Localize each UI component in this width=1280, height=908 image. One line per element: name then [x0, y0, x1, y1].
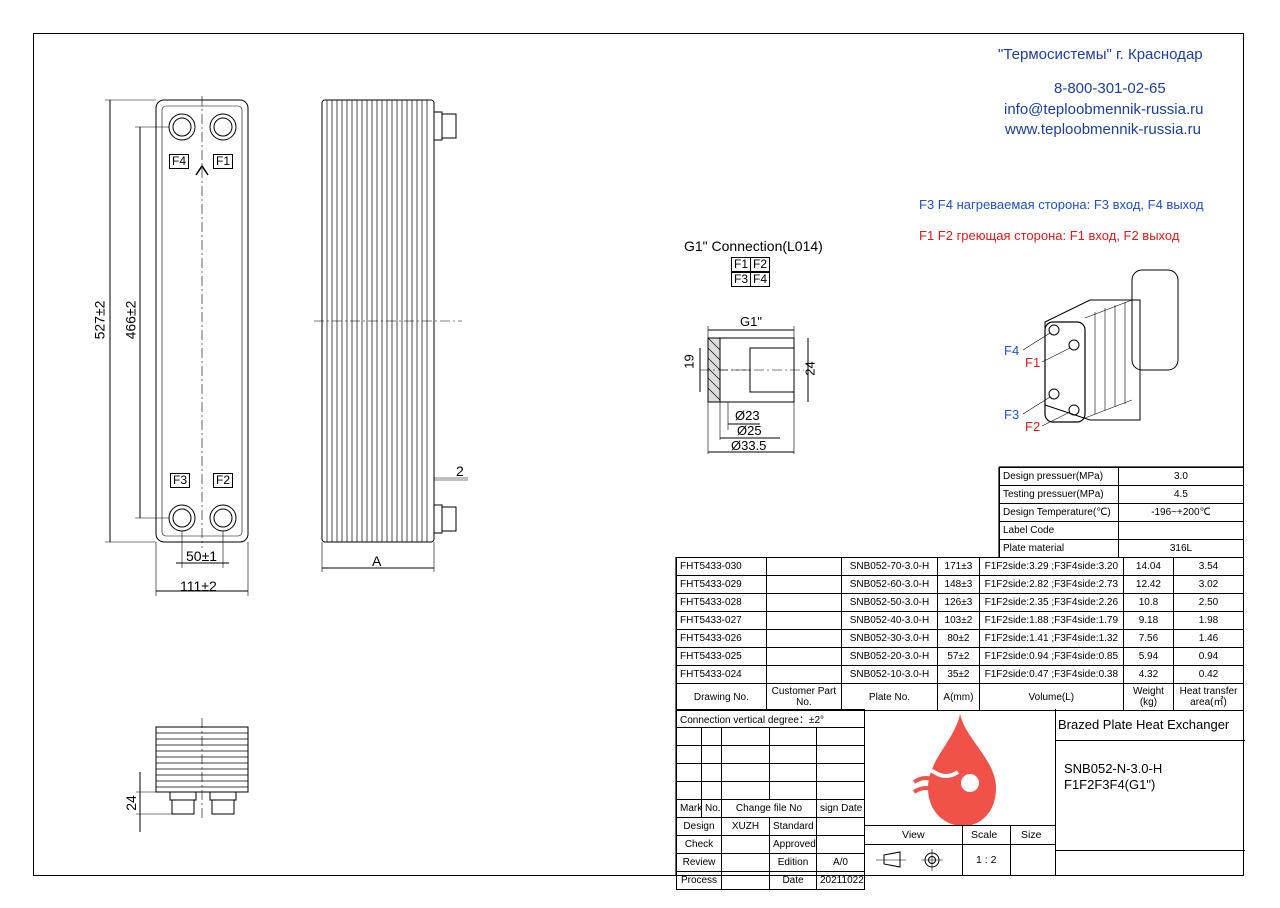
- title-block: Brazed Plate Heat Exchanger SNB052-N-3.0…: [864, 709, 1245, 876]
- spec-value: [1117, 521, 1245, 540]
- row-date: Date: [769, 871, 817, 890]
- spec-label: Design Temperature(℃): [999, 503, 1119, 522]
- iso-f4: F4: [1004, 343, 1020, 358]
- dim-dia-25: Ø25: [737, 423, 762, 438]
- dim-height-inner: 466±2: [122, 300, 139, 340]
- header-customer-part: Customer Part No.: [765, 683, 842, 711]
- header-a-mm: A(mm): [937, 683, 980, 711]
- dim-bottom-24: 24: [122, 795, 139, 811]
- header-weight: Weight (kg): [1122, 683, 1175, 711]
- conn-port-f2: F2: [750, 257, 771, 272]
- dim-dia-23: Ø23: [735, 408, 760, 423]
- email-address: info@teploobmennik-russia.ru: [1004, 101, 1204, 118]
- scale-value: 1 : 2: [976, 854, 997, 866]
- spec-table: Design pressuer(MPa)3.0 Testing pressuer…: [999, 467, 1245, 558]
- model-designation: SNB052-N-3.0-H F1F2F3F4(G1"): [1055, 741, 1245, 850]
- row-review: Review: [676, 853, 722, 872]
- dim-width: 111±2: [180, 578, 217, 594]
- product-name: Brazed Plate Heat Exchanger: [1055, 709, 1245, 741]
- header-plate-no: Plate No.: [840, 683, 939, 711]
- row-standard: Standard: [769, 817, 817, 836]
- dim-port-spacing: 50±1: [186, 548, 218, 564]
- table-header-row: Drawing No. Customer Part No. Plate No. …: [676, 683, 1244, 711]
- col-no: No.: [701, 799, 722, 818]
- date-value: 20211022: [816, 871, 865, 890]
- connection-title: G1" Connection(L014): [684, 238, 823, 254]
- col-sign-date: sign Date: [816, 799, 865, 818]
- size-label: Size: [1021, 829, 1042, 841]
- revision-table: Connection vertical degree：±2° Mark No. …: [676, 709, 865, 890]
- connection-degree: Connection vertical degree：±2°: [676, 709, 865, 728]
- port-label-f2: F2: [213, 473, 234, 488]
- row-design: Design: [676, 817, 722, 836]
- view-label: View: [902, 829, 925, 841]
- dim-height-outer: 527±2: [91, 300, 108, 340]
- col-change-file: Change file No: [721, 799, 817, 818]
- spec-row: Design Temperature(℃)-196~+200℃: [999, 503, 1245, 522]
- port-label-f1: F1: [213, 154, 234, 169]
- company-name: "Термосистемы" г. Краснодар: [998, 46, 1203, 63]
- drawing-frame: [33, 33, 1244, 876]
- iso-f3: F3: [1004, 407, 1020, 422]
- dim-a: A: [372, 553, 382, 569]
- spec-label: Testing pressuer(MPa): [999, 485, 1119, 504]
- spec-value: 4.5: [1117, 485, 1245, 504]
- model-line-2: F1F2F3F4(G1"): [1064, 777, 1156, 792]
- designer-name: XUZH: [721, 817, 770, 836]
- heated-side-note: F3 F4 нагреваемая сторона: F3 вход, F4 в…: [919, 197, 1204, 212]
- dim-dia-33: Ø33.5: [731, 438, 767, 453]
- row-check: Check: [676, 835, 722, 854]
- website-url: www.teploobmennik-russia.ru: [1005, 121, 1201, 138]
- row-approved: Approved: [769, 835, 817, 854]
- dim-thread: G1": [740, 314, 762, 329]
- iso-f1: F1: [1025, 355, 1041, 370]
- dim-19: 19: [681, 354, 697, 369]
- spec-label: Label Code: [999, 521, 1119, 540]
- header-drawing-no: Drawing No.: [676, 683, 767, 711]
- header-volume: Volume(L): [978, 683, 1124, 711]
- spec-row: Testing pressuer(MPa)4.5: [999, 485, 1245, 504]
- company-logo: [908, 714, 996, 826]
- conn-port-f3: F3: [731, 272, 752, 287]
- row-edition: Edition: [769, 853, 817, 872]
- conn-port-f4: F4: [750, 272, 771, 287]
- spec-value: -196~+200℃: [1117, 503, 1245, 522]
- dim-conn-24: 24: [802, 361, 818, 376]
- spec-label: Design pressuer(MPa): [999, 467, 1119, 486]
- model-line-1: SNB052-N-3.0-H: [1064, 761, 1163, 776]
- iso-f2: F2: [1025, 419, 1041, 434]
- conn-port-f1: F1: [731, 257, 752, 272]
- spec-row: Design pressuer(MPa)3.0: [999, 467, 1245, 486]
- port-label-f4: F4: [169, 154, 190, 169]
- phone-number: 8-800-301-02-65: [1054, 80, 1166, 97]
- row-process: Process: [676, 871, 722, 890]
- spec-value: 316L: [1117, 539, 1245, 558]
- header-area: Heat transfer area(㎡): [1173, 683, 1244, 711]
- edition-value: A/0: [816, 853, 865, 872]
- col-mark: Mark: [676, 799, 702, 818]
- scale-label: Scale: [971, 829, 998, 841]
- spec-row: Label Code: [999, 521, 1245, 540]
- heating-side-note: F1 F2 греющая сторона: F1 вход, F2 выход: [919, 228, 1180, 243]
- spec-label: Plate material: [999, 539, 1119, 558]
- spec-value: 3.0: [1117, 467, 1245, 486]
- dim-2: 2: [456, 463, 464, 479]
- port-label-f3: F3: [170, 473, 191, 488]
